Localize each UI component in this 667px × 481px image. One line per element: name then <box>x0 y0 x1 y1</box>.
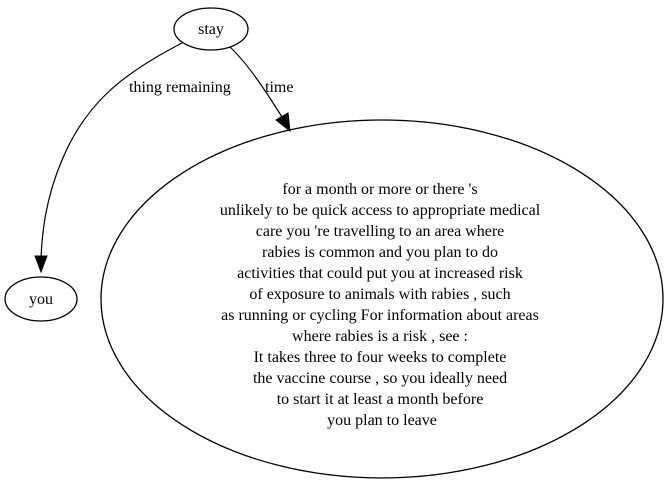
node-info-line: rabies is common and you plan to do <box>262 244 498 261</box>
edge-stay-to-info-label: time <box>265 79 293 96</box>
node-info-line: to start it at least a month before <box>277 391 484 408</box>
node-stay[interactable]: stay <box>173 7 249 51</box>
node-info-line: care you 're travelling to an area where <box>256 223 505 240</box>
edge-stay-to-you: thing remaining <box>34 42 231 274</box>
node-stay-label: stay <box>198 21 224 38</box>
node-stay-shape <box>173 7 249 51</box>
node-info-line: as running or cycling For information ab… <box>221 307 539 324</box>
node-info-line: of exposure to animals with rabies , suc… <box>249 286 510 303</box>
edge-stay-to-you-line <box>40 42 183 259</box>
node-you-label: you <box>29 291 53 308</box>
node-info-line: the vaccine course , so you ideally need <box>253 370 507 387</box>
edge-stay-to-you-arrowhead <box>34 255 48 274</box>
edge-stay-to-you-label: thing remaining <box>129 79 231 96</box>
node-info-line: It takes three to four weeks to complete <box>254 349 507 366</box>
node-info-label: for a month or more or there 's unlikely… <box>220 181 544 429</box>
edge-stay-to-info-line <box>229 46 283 118</box>
node-info-line: activities that could put you at increas… <box>237 265 523 282</box>
node-info-line: for a month or more or there 's <box>282 181 477 198</box>
node-info-line: you plan to leave <box>327 412 437 429</box>
node-info-line: unlikely to be quick access to appropria… <box>220 202 541 219</box>
node-you[interactable]: you <box>4 276 78 322</box>
node-info-shape <box>100 119 664 479</box>
node-info[interactable]: for a month or more or there 's unlikely… <box>100 119 664 479</box>
node-info-line: where rabies is a risk , see : <box>292 328 468 345</box>
edge-stay-to-info: time <box>229 46 293 133</box>
edge-stay-to-info-arrowhead <box>275 112 291 133</box>
node-you-shape <box>4 276 78 322</box>
